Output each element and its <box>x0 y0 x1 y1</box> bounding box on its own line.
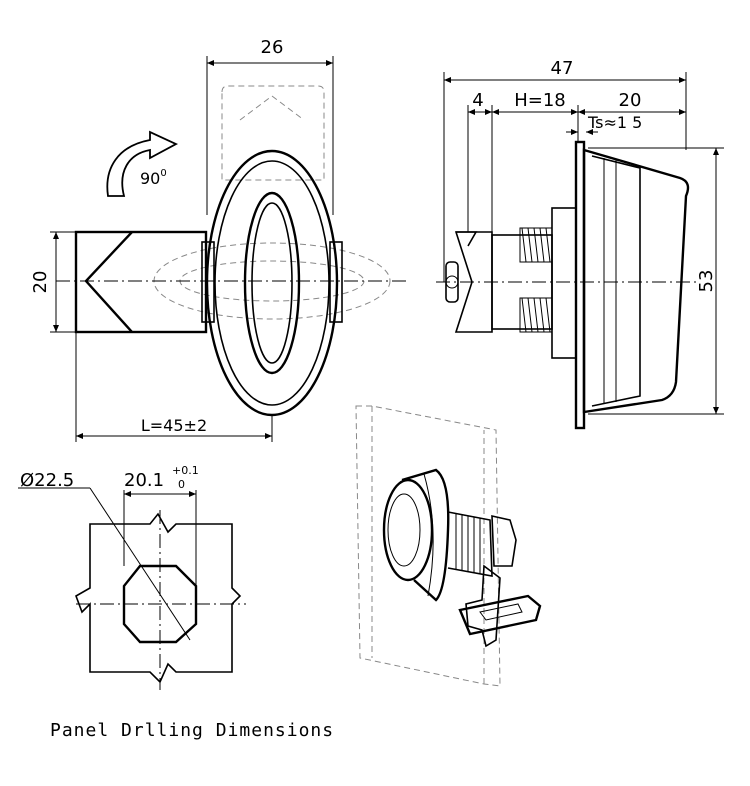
dim-20: 20 <box>619 90 642 111</box>
iso-shaft <box>447 511 493 577</box>
thread-top <box>519 227 553 263</box>
diameter-leader <box>89 487 191 641</box>
thread-bottom <box>519 297 553 333</box>
iso-cam-arm <box>465 564 501 648</box>
knob-grip-outer <box>243 191 301 375</box>
height-dim-20: 20 <box>30 271 51 294</box>
knob-outer <box>205 149 339 417</box>
iso-knob-body <box>401 468 450 602</box>
cam-block <box>454 231 493 333</box>
iso-panel <box>355 405 501 687</box>
rotation-label: 900 <box>140 168 167 188</box>
iso-nut <box>491 514 517 567</box>
side-view: 47 4 H=18 20 Ts≈1 5 53 <box>436 58 724 430</box>
panel-cutout: Ø22.5 20.1 +0.1 0 <box>18 464 246 690</box>
diameter-dim: Ø22.5 <box>20 470 74 491</box>
dim-4: 4 <box>472 90 483 111</box>
iso-cam-bar <box>458 594 542 636</box>
knob-rim <box>214 160 330 406</box>
front-view: 26 900 20 L=45±2 <box>30 37 408 442</box>
dim-ts: Ts≈1 5 <box>587 113 642 132</box>
panel-outline <box>75 512 242 684</box>
caption: Panel Drlling Dimensions <box>50 720 334 741</box>
height-dim-53: 53 <box>696 270 717 293</box>
cone-knob <box>582 148 690 414</box>
phantom-arrow-top <box>239 95 305 121</box>
handle-arrow-mark <box>84 231 133 333</box>
handle-body <box>74 230 208 334</box>
iso-knob-face <box>382 478 434 582</box>
isometric-view <box>355 405 542 687</box>
rotation-arrow-icon <box>106 130 179 197</box>
tolerance-plus: +0.1 <box>172 464 199 477</box>
length-dim-L: L=45±2 <box>141 416 207 435</box>
phantom-handle-top <box>221 85 325 181</box>
knob-grip-inner <box>251 202 293 364</box>
width-dim-26: 26 <box>261 37 284 58</box>
tolerance-minus: 0 <box>178 478 185 491</box>
overall-dim-47: 47 <box>551 58 574 79</box>
flange <box>551 207 577 359</box>
dim-H-18: H=18 <box>514 90 566 111</box>
flat-width-dim: 20.1 <box>124 470 164 491</box>
cutout-shape <box>122 564 198 644</box>
